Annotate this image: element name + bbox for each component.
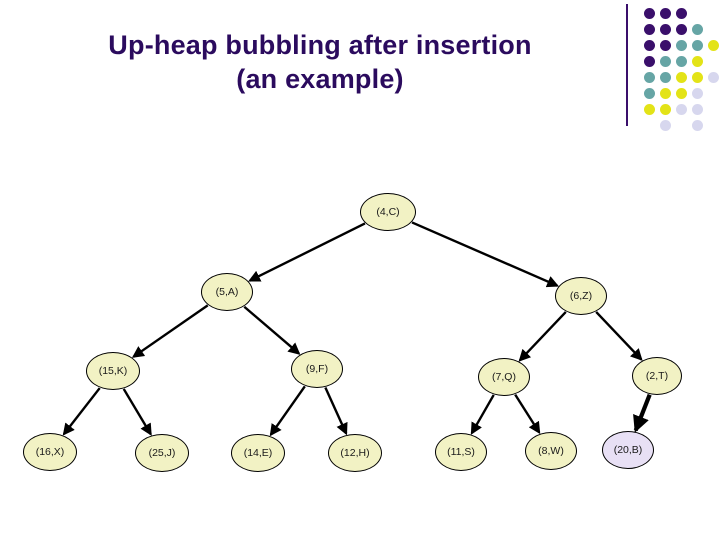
tree-node[interactable]: (20,B) <box>602 431 654 469</box>
tree-node-label: (12,H) <box>340 446 370 459</box>
tree-node-label: (9,F) <box>305 362 329 375</box>
deco-dot <box>676 8 687 19</box>
tree-edge <box>269 385 306 437</box>
tree-node[interactable]: (25,J) <box>135 434 189 472</box>
title-line-2: (an example) <box>236 64 404 94</box>
deco-dot <box>692 72 703 83</box>
tree-edge <box>324 387 348 436</box>
deco-dot <box>660 8 671 19</box>
tree-node[interactable]: (7,Q) <box>478 358 530 396</box>
deco-dot <box>644 8 655 19</box>
tree-node[interactable]: (16,X) <box>23 433 77 471</box>
tree-edges <box>62 221 652 437</box>
tree-node[interactable]: (15,K) <box>86 352 140 390</box>
deco-dot <box>660 88 671 99</box>
dot-grid-motif <box>626 0 720 135</box>
page-title: Up-heap bubbling after insertion (an exa… <box>40 28 600 96</box>
deco-dot <box>676 72 687 83</box>
tree-node[interactable]: (8,W) <box>525 432 577 470</box>
deco-dot <box>708 72 719 83</box>
tree-edge <box>514 394 541 435</box>
tree-edge <box>62 387 101 436</box>
deco-dot <box>676 56 687 67</box>
tree-node-label: (20,B) <box>613 443 643 456</box>
deco-dot <box>660 24 671 35</box>
tree-node-label: (5,A) <box>215 285 239 298</box>
deco-dot <box>676 104 687 115</box>
deco-dot <box>660 104 671 115</box>
deco-dot <box>708 40 719 51</box>
tree-node-label: (25,J) <box>148 446 176 459</box>
tree-node[interactable]: (4,C) <box>360 193 416 231</box>
tree-edge <box>131 304 209 358</box>
deco-dot <box>644 104 655 115</box>
deco-dot <box>660 72 671 83</box>
tree-node-label: (15,K) <box>98 364 128 377</box>
tree-node[interactable]: (9,F) <box>291 350 343 388</box>
tree-node[interactable]: (2,T) <box>632 357 682 395</box>
tree-node[interactable]: (5,A) <box>201 273 253 311</box>
tree-node-label: (8,W) <box>538 444 564 457</box>
deco-dot <box>676 88 687 99</box>
deco-dot <box>644 88 655 99</box>
deco-dot <box>660 120 671 131</box>
deco-dot <box>676 40 687 51</box>
deco-dot <box>676 24 687 35</box>
tree-node[interactable]: (11,S) <box>435 433 487 471</box>
deco-dot <box>644 56 655 67</box>
tree-edge <box>470 394 495 435</box>
deco-dot <box>692 40 703 51</box>
tree-node-label: (11,S) <box>447 445 475 458</box>
tree-node[interactable]: (14,E) <box>231 434 285 472</box>
tree-edge <box>243 305 301 355</box>
deco-dot <box>644 72 655 83</box>
deco-dot <box>660 56 671 67</box>
tree-edge <box>518 311 567 362</box>
tree-edge <box>595 311 643 361</box>
deco-dot <box>692 104 703 115</box>
deco-dot <box>692 120 703 131</box>
deco-dot <box>692 56 703 67</box>
deco-dot <box>692 24 703 35</box>
tree-node-label: (7,Q) <box>492 370 516 383</box>
tree-node-label: (14,E) <box>243 446 273 459</box>
tree-node[interactable]: (12,H) <box>328 434 382 472</box>
tree-node[interactable]: (6,Z) <box>555 277 607 315</box>
tree-node-label: (4,C) <box>376 205 400 218</box>
tree-node-label: (16,X) <box>35 445 65 458</box>
tree-edge <box>122 388 152 436</box>
title-line-1: Up-heap bubbling after insertion <box>108 30 532 60</box>
deco-dot <box>644 40 655 51</box>
deco-dot <box>692 88 703 99</box>
deco-dot <box>660 40 671 51</box>
tree-edge <box>411 221 560 288</box>
tree-edge <box>248 222 366 282</box>
tree-node-label: (6,Z) <box>569 289 593 302</box>
tree-node-label: (2,T) <box>645 369 669 382</box>
deco-dot <box>644 24 655 35</box>
tree-edge <box>633 393 652 433</box>
vertical-rule <box>626 4 628 126</box>
